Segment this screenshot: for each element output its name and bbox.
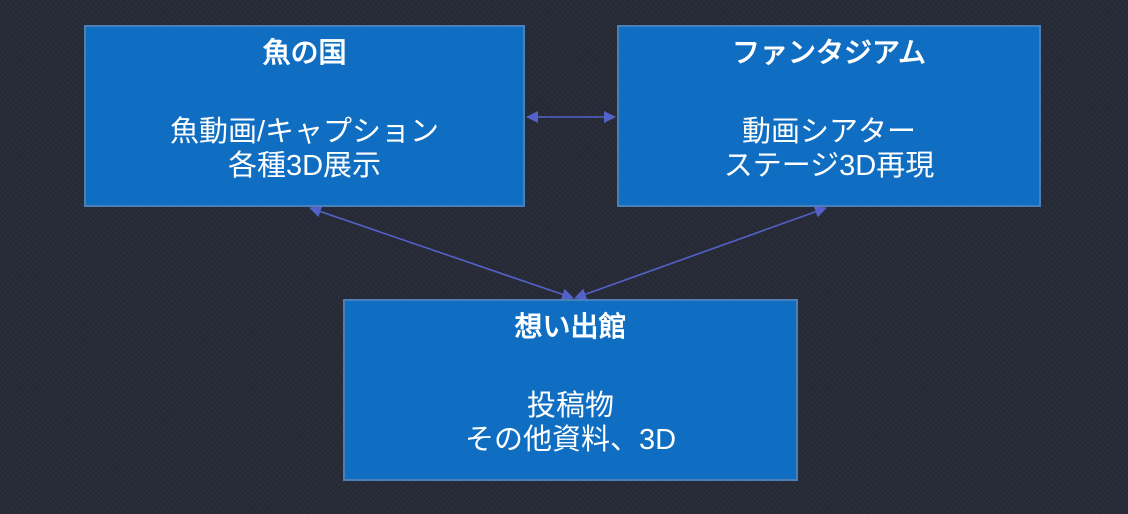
arrow-fish-memories	[309, 205, 574, 301]
node-line: 動画シアター	[741, 116, 916, 148]
node-line: 投稿物	[526, 390, 614, 422]
arrow-fantasium-memories	[574, 206, 827, 300]
node-memories-hall: 想い出館 投稿物 その他資料、3D	[343, 299, 798, 481]
spacer	[345, 345, 796, 389]
node-title: ファンタジアム	[731, 37, 927, 68]
node-fantasium: ファンタジアム 動画シアター ステージ3D再現	[617, 25, 1041, 207]
node-line: 各種3D展示	[227, 150, 382, 182]
node-line: ステージ3D再現	[723, 150, 935, 182]
spacer	[619, 71, 1039, 115]
node-line: その他資料、3D	[464, 424, 677, 456]
node-fish-country: 魚の国 魚動画/キャプション 各種3D展示	[84, 25, 525, 207]
node-title: 魚の国	[262, 37, 347, 68]
spacer	[86, 71, 523, 115]
node-line: 魚動画/キャプション	[169, 116, 440, 148]
node-title: 想い出館	[514, 311, 627, 342]
